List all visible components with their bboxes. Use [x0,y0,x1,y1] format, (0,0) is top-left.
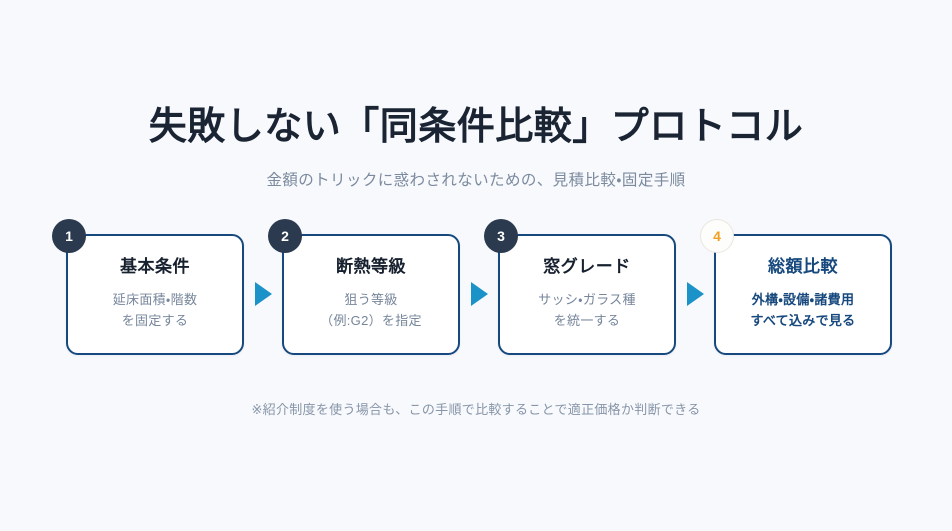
step-desc-3: サッシ・ガラス種 を統一する [538,289,636,331]
step-desc-line-3a: サッシ・ガラス種 [538,292,636,308]
step-desc-line-1b: を固定する [121,313,189,329]
step-desc-line-2a: 狙う等級 [344,292,398,308]
arrow-right-icon [254,282,272,306]
step-item-3: 3 窓グレード サッシ・ガラス種 を統一する [484,218,676,355]
step-card-1[interactable]: 1 基本条件 延床面積・階数 を固定する [52,218,244,355]
page-title: 失敗しない「同条件比較」プロトコル [148,106,804,148]
step-title-3: 窓グレード [543,256,631,276]
step-item-1: 1 基本条件 延床面積・階数 を固定する [52,218,244,355]
step-badge-2: 2 [268,218,302,253]
flow-arrow-2 [460,234,498,355]
step-card-3[interactable]: 3 窓グレード サッシ・ガラス種 を統一する [484,218,676,355]
page-subtitle: 金額のトリックに惑わされないための、見積比較・固定手順 [266,171,686,189]
step-item-4: 4 総額比較 外構・設備・諸費用 すべて込みで見る [700,218,892,355]
arrow-right-icon [470,282,488,306]
step-card-4[interactable]: 4 総額比較 外構・設備・諸費用 すべて込みで見る [700,218,892,355]
step-badge-3: 3 [484,218,518,253]
step-desc-2: 狙う等級 （例:G2）を指定 [320,289,422,331]
arrow-right-icon [686,282,704,306]
step-desc-1: 延床面積・階数 を固定する [113,289,198,331]
step-card-2[interactable]: 2 断熱等級 狙う等級 （例:G2）を指定 [268,218,460,355]
step-desc-line-4a: 外構・設備・諸費用 [751,292,855,308]
step-desc-line-3b: を統一する [553,313,621,329]
footnote: ※紹介制度を使う場合も、この手順で比較することで適正価格か判断できる [251,401,701,417]
step-title-2: 断熱等級 [336,256,406,276]
step-item-2: 2 断熱等級 狙う等級 （例:G2）を指定 [268,218,460,355]
step-desc-line-1a: 延床面積・階数 [112,292,198,308]
flow-arrow-3 [676,234,714,355]
step-desc-line-2b: （例:G2）を指定 [320,313,422,329]
step-flow: 1 基本条件 延床面積・階数 を固定する 2 断熱等級 狙う等級 （例:G2）を… [0,218,952,355]
flow-arrow-1 [244,234,282,355]
step-title-4: 総額比較 [768,256,838,276]
step-badge-1: 1 [52,218,86,253]
step-badge-4: 4 [700,218,734,253]
step-desc-line-4b: すべて込みで見る [750,313,856,329]
step-title-1: 基本条件 [120,256,190,276]
step-desc-4: 外構・設備・諸費用 すべて込みで見る [751,289,856,331]
